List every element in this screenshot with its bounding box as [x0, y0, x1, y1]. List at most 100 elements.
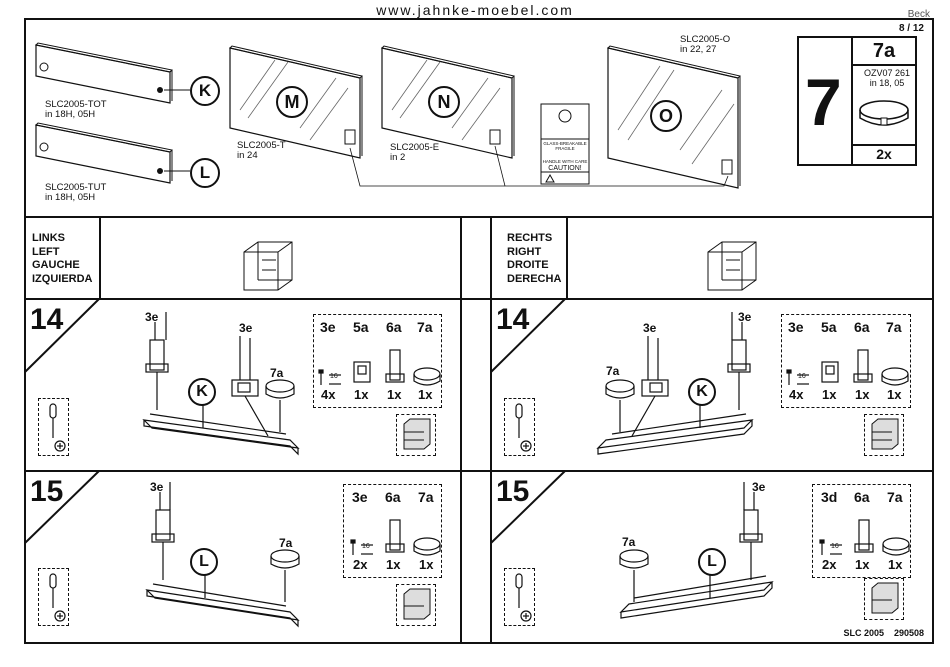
step7-code: OZV07 261 in 18, 05: [863, 68, 911, 88]
step14-right-parts-box: 3e 5a 6a 7a 4x 1x 1x 1x 16: [781, 314, 911, 408]
parts-qty: 1x: [887, 387, 902, 402]
screw-length: 16: [798, 373, 806, 380]
parts-label: 6a: [854, 319, 870, 335]
step14-left-callout-7a: 7a: [270, 366, 284, 380]
step7-part: 7a: [872, 40, 896, 62]
step-15-left-number: 15: [30, 475, 64, 508]
step15-right-callout-7a: 7a: [622, 535, 636, 549]
parts-qty: 4x: [321, 387, 336, 402]
step7-divider-v: [851, 38, 853, 164]
screwdriver-box-15-right: [504, 568, 535, 626]
parts-label: 7a: [887, 489, 903, 505]
step7-divider-h1: [853, 64, 915, 66]
parts-qty: 2x: [822, 557, 837, 572]
parts-qty: 4x: [789, 387, 804, 402]
step-14-left-number: 14: [30, 303, 64, 336]
step7-qty: 2x: [876, 146, 892, 162]
screwdriver-box-14-right: [504, 398, 535, 456]
step15-right-cabinet-box: [864, 578, 904, 620]
page-frame: [24, 18, 934, 644]
parts-label: 5a: [821, 319, 837, 335]
parts-label: 6a: [385, 489, 401, 505]
letter-k-callout: K: [190, 76, 220, 106]
parts-label: 6a: [854, 489, 870, 505]
divider-steps: [24, 470, 934, 472]
letter-n-callout: N: [428, 86, 460, 118]
parts-label: 3e: [320, 319, 336, 335]
letter-m-callout: M: [276, 86, 308, 118]
step15-right-callout-3e: 3e: [752, 480, 766, 494]
page-number: 8 / 12: [898, 23, 924, 34]
screw-length: 16: [362, 543, 370, 550]
parts-qty: 1x: [387, 387, 402, 402]
divider-label-row: [24, 298, 934, 300]
glass-label-fragile: GLASS-BREAKABLE FRAGILE HANDLE WITH CARE…: [541, 124, 589, 172]
parts-label: 7a: [886, 319, 902, 335]
step15-right-parts-box: 3d 6a 7a 2x 1x 1x 16: [812, 484, 911, 578]
screwdriver-box-15-left: [38, 568, 69, 626]
left-side-label: LINKS LEFT GAUCHE IZQUIERDA: [32, 232, 93, 285]
part-code-o: SLC2005-O in 22, 27: [680, 34, 731, 55]
parts-qty: 2x: [353, 557, 368, 572]
parts-label: 5a: [353, 319, 369, 335]
screw-length: 16: [330, 373, 338, 380]
parts-label: 7a: [417, 319, 433, 335]
step14-left-callout-3e-a: 3e: [145, 310, 159, 324]
step14-left-callout-3e-b: 3e: [239, 321, 253, 335]
step15-left-letter: L: [190, 548, 218, 576]
letter-o-callout: O: [650, 100, 682, 132]
step-14-right-number: 14: [496, 303, 530, 336]
divider-center-b: [490, 217, 492, 644]
step-15-right-number: 15: [496, 475, 530, 508]
divider-top: [24, 216, 934, 218]
glass-label-fragile-text: FRAGILE: [555, 146, 575, 151]
step14-right-cabinet-box: [864, 414, 904, 456]
part-code-n: SLC2005-E in 2: [390, 142, 440, 163]
divider-right-label: [566, 217, 568, 299]
part-code-l: SLC2005-TUT in 18H, 05H: [45, 182, 107, 203]
screw-length: 16: [831, 543, 839, 550]
step15-left-callout-7a: 7a: [279, 536, 293, 550]
part-code-k: SLC2005-TOT in 18H, 05H: [45, 99, 107, 120]
parts-qty: 1x: [418, 387, 433, 402]
brand-name: Beck: [907, 9, 930, 20]
parts-qty: 1x: [822, 387, 837, 402]
step7-divider-h2: [853, 144, 915, 146]
part-code-m: SLC2005-T in 24: [237, 140, 286, 161]
step14-right-callout-3e-a: 3e: [738, 310, 752, 324]
step14-right-callout-3e-b: 3e: [643, 321, 657, 335]
website-url: www.jahnke-moebel.com: [376, 2, 574, 18]
parts-label: 6a: [386, 319, 402, 335]
step14-right-letter: K: [688, 378, 716, 406]
letter-l-callout: L: [190, 158, 220, 188]
divider-left-label: [99, 217, 101, 299]
parts-qty: 1x: [354, 387, 369, 402]
parts-label: 3e: [788, 319, 804, 335]
step15-right-letter: L: [698, 548, 726, 576]
parts-qty: 1x: [419, 557, 434, 572]
step14-left-cabinet-box: [396, 414, 436, 456]
step15-left-cabinet-box: [396, 584, 436, 626]
parts-label: 3d: [821, 489, 838, 505]
parts-qty: 1x: [888, 557, 903, 572]
parts-qty: 1x: [855, 387, 870, 402]
step14-right-callout-7a: 7a: [606, 364, 620, 378]
parts-label: 3e: [352, 489, 368, 505]
glass-label-line1: GLASS-BREAKABLE: [543, 141, 587, 146]
